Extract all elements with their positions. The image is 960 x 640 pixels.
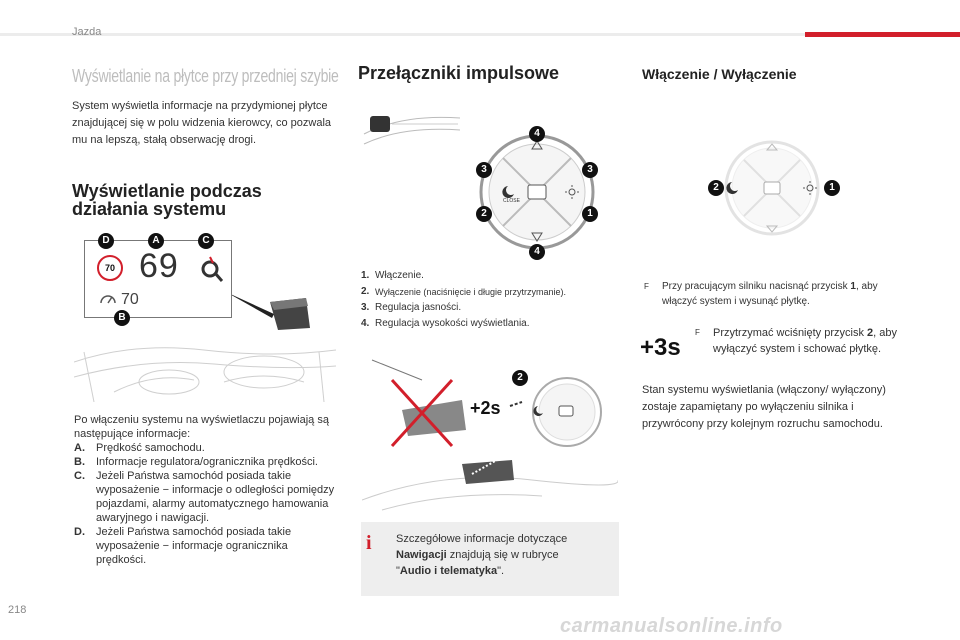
subtitle-line-2: działania systemu: [72, 199, 227, 219]
intro-text: System wyświetla informacje na przydymio…: [72, 100, 332, 146]
section-title: Wyświetlanie na płytce przy przedniej sz…: [72, 66, 339, 86]
callout-b: B: [114, 310, 130, 326]
callout-d: D: [98, 233, 114, 249]
speed-limit-sign: 70: [97, 255, 123, 281]
subtitle: Wyświetlanie podczas działania systemu: [72, 182, 342, 218]
dial-label-1: 1: [582, 206, 598, 222]
on-off-dial-figure: 2 1: [706, 138, 840, 238]
list-item: A.Prędkość samochodu.: [74, 442, 205, 454]
hold-2s-label: +2s: [470, 398, 501, 418]
switch-off-figure: +2s 2: [362, 350, 618, 514]
closing-text: Stan systemu wyświetlania (włączony/ wył…: [642, 384, 886, 430]
hud-figure: 70 69 70 D A C B: [74, 232, 336, 402]
callout-c: C: [198, 233, 214, 249]
button-1-label: 1: [824, 180, 840, 196]
dial-label-3-left: 3: [476, 162, 492, 178]
list-item: D.Jeżeli Państwa samochód posiada takie …: [74, 526, 292, 566]
bullet-1-text: Przy pracującym silniku nacisnąć przycis…: [662, 281, 878, 307]
vehicle-speed: 69: [139, 247, 179, 285]
info-icon: i: [366, 532, 372, 554]
close-label: CLOSE: [503, 198, 520, 204]
control-dial-figure: 4 4 3 3 2 1 CLOSE: [472, 126, 602, 260]
after-intro-text: Po włączeniu systemu na wyświetlaczu poj…: [74, 414, 329, 440]
dash-thumbnail: [362, 104, 462, 148]
button-2-label: 2: [708, 180, 724, 196]
bullet-2-text: Przytrzymać wciśnięty przycisk 2, aby wy…: [713, 327, 898, 355]
info-text: Szczegółowe informacje dotyczące Nawigac…: [396, 533, 568, 577]
info-box: [361, 522, 619, 596]
list-item: 1.Włączenie.: [361, 270, 424, 281]
list-item: 3.Regulacja jasności.: [361, 302, 462, 313]
dashboard-illustration: [74, 292, 336, 402]
list-item: B.Informacje regulatora/ogranicznika prę…: [74, 456, 318, 468]
watermark: carmanualsonline.info: [560, 615, 783, 637]
cruise-icon: [99, 293, 117, 308]
bullet-glyph-2: F: [695, 328, 700, 337]
dial-label-4-top: 4: [529, 126, 545, 142]
hold-3s-label: +3s: [640, 334, 681, 361]
list-item: 2.Wyłączenie (naciśnięcie i długie przyt…: [361, 286, 566, 297]
navigation-icon: [201, 255, 224, 285]
hud-screen: 70 69 70: [84, 240, 232, 318]
info-list: A.Prędkość samochodu. B.Informacje regul…: [74, 441, 336, 567]
callout-a: A: [148, 233, 164, 249]
dial-label-3-right: 3: [582, 162, 598, 178]
subtitle-line-1: Wyświetlanie podczas: [72, 181, 262, 201]
dial-label-4-bottom: 4: [529, 244, 545, 260]
list-item: 4.Regulacja wysokości wyświetlania.: [361, 318, 530, 329]
dial-label-2: 2: [476, 206, 492, 222]
section-label: Jazda: [72, 26, 102, 38]
cruise-speed: 70: [121, 291, 139, 308]
bullet-glyph-1: F: [644, 282, 649, 291]
header-accent-bar: [805, 32, 960, 37]
off-button-label: 2: [512, 370, 528, 386]
list-item: C.Jeżeli Państwa samochód posiada takie …: [74, 470, 335, 524]
function-list: 1.Włączenie. 2.Wyłączenie (naciśnięcie i…: [361, 268, 623, 332]
header-rule: [0, 33, 960, 36]
right-title: Włączenie / Wyłączenie: [642, 66, 797, 82]
page-number: 218: [8, 604, 27, 616]
middle-title: Przełączniki impulsowe: [358, 63, 560, 83]
